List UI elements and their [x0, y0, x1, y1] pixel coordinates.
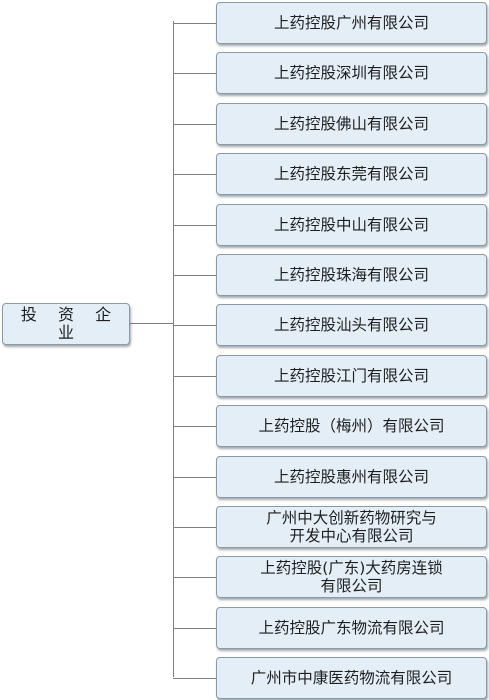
company-node: 上药控股（梅州）有限公司: [216, 405, 487, 447]
company-node: 上药控股珠海有限公司: [216, 254, 487, 296]
root-node-label: 投 资 企 业: [20, 305, 120, 342]
branch-connector-line: [173, 527, 216, 528]
branch-connector-line: [173, 376, 216, 377]
company-node-label: 上药控股佛山有限公司: [273, 115, 429, 133]
company-node: 上药控股汕头有限公司: [216, 304, 487, 346]
company-node: 上药控股广州有限公司: [216, 2, 487, 44]
company-node: 上药控股深圳有限公司: [216, 52, 487, 94]
company-node: 广州中大创新药物研究与 开发中心有限公司: [216, 506, 487, 548]
company-node-label: 上药控股惠州有限公司: [273, 468, 429, 486]
company-node-label: 广州中大创新药物研究与 开发中心有限公司: [266, 509, 437, 545]
branch-connector-line: [173, 325, 216, 326]
company-node: 广州市中康医药物流有限公司: [216, 657, 487, 699]
branch-connector-line: [173, 23, 216, 24]
branch-connector-line: [173, 174, 216, 175]
company-node-label: 上药控股东莞有限公司: [273, 165, 429, 183]
company-node-label: 上药控股中山有限公司: [273, 216, 429, 234]
company-node: 上药控股(广东)大药房连锁 有限公司: [216, 556, 487, 598]
trunk-connector-line: [173, 21, 174, 677]
company-node-label: 广州市中康医药物流有限公司: [250, 669, 453, 687]
root-connector-line: [130, 323, 174, 324]
company-node-label: 上药控股广东物流有限公司: [258, 619, 445, 637]
branch-connector-line: [173, 678, 216, 679]
branch-connector-line: [173, 124, 216, 125]
company-node-label: 上药控股广州有限公司: [273, 14, 429, 32]
company-node: 上药控股广东物流有限公司: [216, 607, 487, 649]
company-node-label: 上药控股(广东)大药房连锁 有限公司: [260, 559, 443, 595]
company-node-label: 上药控股汕头有限公司: [273, 316, 429, 334]
company-node: 上药控股江门有限公司: [216, 355, 487, 397]
branch-connector-line: [173, 628, 216, 629]
root-node-investment-companies: 投 资 企 业: [2, 303, 130, 345]
company-node-label: 上药控股江门有限公司: [273, 367, 429, 385]
branch-connector-line: [173, 426, 216, 427]
branch-connector-line: [173, 477, 216, 478]
branch-connector-line: [173, 225, 216, 226]
company-node-label: 上药控股深圳有限公司: [273, 64, 429, 82]
company-node: 上药控股东莞有限公司: [216, 153, 487, 195]
branch-connector-line: [173, 73, 216, 74]
company-node: 上药控股中山有限公司: [216, 204, 487, 246]
company-node-label: 上药控股（梅州）有限公司: [258, 417, 445, 435]
branch-connector-line: [173, 275, 216, 276]
company-node: 上药控股佛山有限公司: [216, 103, 487, 145]
company-node: 上药控股惠州有限公司: [216, 456, 487, 498]
company-node-label: 上药控股珠海有限公司: [273, 266, 429, 284]
branch-connector-line: [173, 577, 216, 578]
